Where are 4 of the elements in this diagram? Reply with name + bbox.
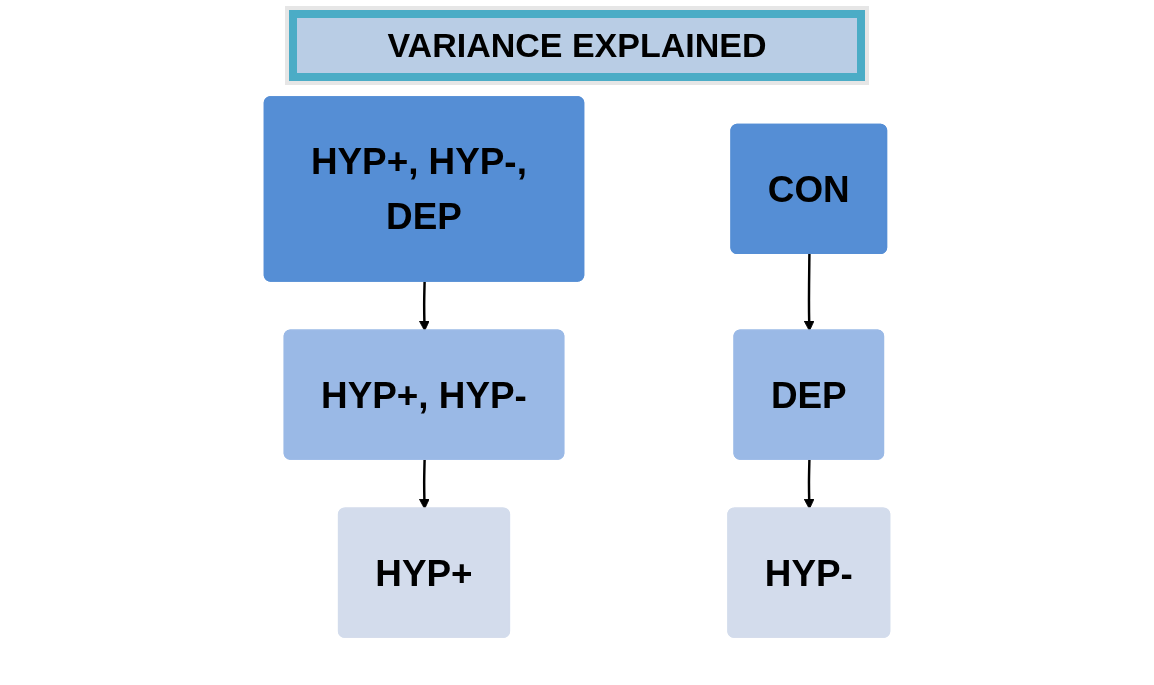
arrow — [803, 254, 815, 332]
arrow — [418, 459, 430, 510]
arrow — [418, 281, 430, 332]
arrow — [803, 459, 815, 510]
